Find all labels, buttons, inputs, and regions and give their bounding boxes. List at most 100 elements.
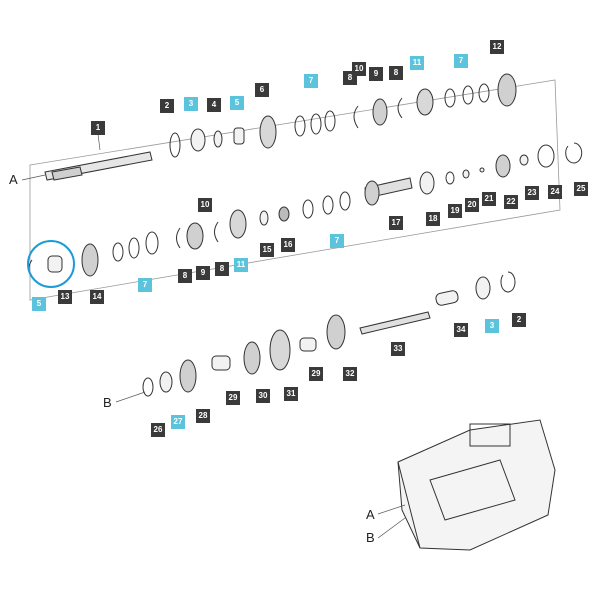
callout-27: 27 bbox=[171, 415, 185, 429]
part-11-gear-b bbox=[229, 209, 247, 239]
callout-19: 19 bbox=[448, 204, 462, 218]
callout-18: 18 bbox=[426, 212, 440, 226]
label-b-shaft: B bbox=[103, 395, 112, 410]
part-7-ring-b bbox=[310, 113, 322, 135]
part-7-ring-g bbox=[112, 242, 124, 262]
part-14-gear bbox=[81, 243, 99, 277]
part-7-ring-h bbox=[128, 237, 140, 259]
part-7-ring-a bbox=[294, 115, 306, 137]
part-13-bush bbox=[47, 255, 63, 273]
callout-8-lower-b: 8 bbox=[215, 262, 229, 276]
part-12-gear bbox=[497, 73, 517, 107]
part-21-ball bbox=[479, 167, 485, 173]
part-17-gear bbox=[364, 180, 380, 206]
callout-28: 28 bbox=[196, 409, 210, 423]
part-29-spacer-a bbox=[211, 355, 231, 371]
part-24-ring bbox=[537, 144, 555, 168]
part-9-gear-b bbox=[186, 222, 204, 250]
callout-5-upper: 5 bbox=[230, 96, 244, 110]
part-2-ring bbox=[169, 132, 181, 158]
part-31-gear bbox=[269, 329, 291, 371]
parts-row-4 bbox=[142, 314, 346, 397]
part-27-bearing bbox=[159, 371, 173, 393]
part-7-ring-e bbox=[462, 85, 474, 105]
callout-12: 12 bbox=[490, 40, 504, 54]
callout-13: 13 bbox=[58, 290, 72, 304]
part-19-ring bbox=[445, 171, 455, 185]
part-7-ring-d bbox=[444, 88, 456, 108]
leader-lines bbox=[21, 133, 406, 539]
part-7-ring-l bbox=[339, 191, 351, 211]
part-5-bush bbox=[233, 127, 245, 145]
part-8-clip-a bbox=[353, 105, 359, 129]
part-8-clip-d bbox=[214, 221, 219, 243]
callout-25: 25 bbox=[574, 182, 588, 196]
callout-29-b: 29 bbox=[309, 367, 323, 381]
label-a-housing: A bbox=[366, 507, 375, 522]
part-7-ring-c bbox=[324, 110, 336, 132]
callout-7-lower-a: 7 bbox=[138, 278, 152, 292]
callout-3-lower: 3 bbox=[485, 319, 499, 333]
callout-22: 22 bbox=[504, 195, 518, 209]
housing-outline bbox=[397, 419, 556, 551]
part-4-washer bbox=[213, 130, 223, 148]
callout-8-upper-b: 8 bbox=[389, 66, 403, 80]
part-18-bearing bbox=[419, 171, 435, 195]
part-33-shaft bbox=[359, 311, 431, 335]
callout-29-a: 29 bbox=[226, 391, 240, 405]
part-16-needle bbox=[278, 206, 290, 222]
gearbox-housing bbox=[397, 419, 556, 551]
leader-1 bbox=[97, 133, 101, 151]
callout-34: 34 bbox=[454, 323, 468, 337]
part-2-circlip bbox=[500, 271, 516, 293]
leader-b1 bbox=[115, 391, 146, 403]
callout-20: 20 bbox=[465, 198, 479, 212]
callout-6: 6 bbox=[255, 83, 269, 97]
shaft-splines bbox=[51, 166, 83, 181]
callout-11-lower: 11 bbox=[234, 258, 248, 272]
part-25-circlip bbox=[565, 142, 583, 164]
part-8-clip-b bbox=[397, 97, 403, 119]
callout-10-upper: 10 bbox=[352, 62, 366, 76]
leader-b2 bbox=[377, 517, 406, 539]
callout-7-lower-b: 7 bbox=[330, 234, 344, 248]
leader-a2 bbox=[377, 504, 406, 515]
callout-2-lower: 2 bbox=[512, 313, 526, 327]
callout-7-upper-b: 7 bbox=[454, 54, 468, 68]
callout-7-upper-a: 7 bbox=[304, 74, 318, 88]
label-b-housing: B bbox=[366, 530, 375, 545]
part-3-bearing bbox=[190, 128, 206, 152]
part-15-washer bbox=[259, 210, 269, 226]
part-32-gear bbox=[326, 314, 346, 350]
callout-9-lower: 9 bbox=[196, 266, 210, 280]
housing-top-opening bbox=[469, 423, 511, 447]
callout-14: 14 bbox=[90, 290, 104, 304]
part-29-spacer-b bbox=[299, 337, 317, 352]
callout-1: 1 bbox=[91, 121, 105, 135]
leader-a1 bbox=[21, 174, 46, 181]
callout-11-upper: 11 bbox=[410, 56, 424, 70]
parts-row-1 bbox=[44, 73, 517, 181]
callout-4: 4 bbox=[207, 98, 221, 112]
part-26-ring bbox=[142, 377, 154, 397]
part-34-sleeve bbox=[435, 290, 459, 306]
part-20-washer bbox=[462, 169, 470, 179]
part-22-gear bbox=[495, 154, 511, 178]
part-8-clip-c bbox=[176, 227, 181, 249]
part-7-ring-k bbox=[322, 195, 334, 215]
part-3-bearing-b bbox=[475, 276, 491, 300]
callout-5-lower: 5 bbox=[32, 297, 46, 311]
callout-33: 33 bbox=[391, 342, 405, 356]
callout-31: 31 bbox=[284, 387, 298, 401]
part-6-gear bbox=[259, 115, 277, 149]
callout-17: 17 bbox=[389, 216, 403, 230]
callout-24: 24 bbox=[548, 185, 562, 199]
part-9-gear-a bbox=[372, 98, 388, 126]
callout-26: 26 bbox=[151, 423, 165, 437]
upper-panel-outline bbox=[29, 79, 561, 301]
callout-15: 15 bbox=[260, 243, 274, 257]
callout-32: 32 bbox=[343, 367, 357, 381]
callout-16: 16 bbox=[281, 238, 295, 252]
